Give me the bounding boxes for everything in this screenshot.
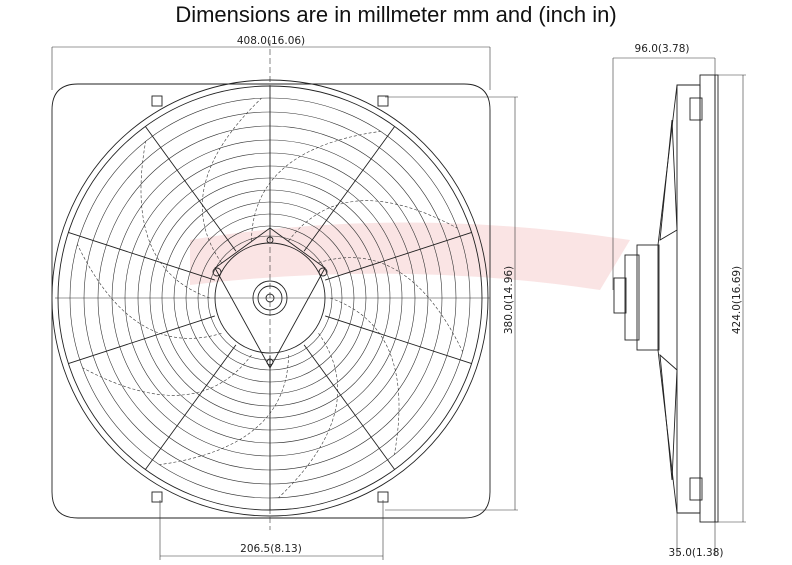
width-label: 408.0(16.06) bbox=[237, 35, 305, 47]
fan-blade bbox=[82, 354, 252, 396]
dimension-frame-depth: 35.0(1.38) bbox=[669, 513, 724, 559]
fan-blade bbox=[318, 257, 463, 352]
fan-blade bbox=[329, 297, 400, 455]
fan-blade bbox=[278, 333, 338, 499]
guard-spoke bbox=[325, 315, 472, 364]
depth-label: 96.0(3.78) bbox=[635, 43, 690, 55]
dimension-height: 380.0(14.96) bbox=[385, 96, 518, 511]
guard-spoke bbox=[68, 315, 215, 364]
side-view bbox=[613, 74, 719, 523]
frame-depth-label: 35.0(1.38) bbox=[669, 547, 724, 559]
guard-spoke bbox=[68, 232, 215, 281]
fan-blade bbox=[140, 141, 211, 299]
guard-spoke bbox=[303, 126, 395, 252]
fan-blade bbox=[288, 200, 458, 242]
guard-spoke bbox=[325, 232, 472, 281]
fan-blade bbox=[202, 97, 262, 263]
side-height-label: 424.0(16.69) bbox=[731, 266, 743, 334]
guard-spoke bbox=[303, 344, 395, 470]
front-view bbox=[51, 40, 491, 530]
dimension-mount-spacing: 206.5(8.13) bbox=[159, 500, 384, 560]
fan-blade bbox=[159, 355, 289, 465]
dimension-width: 408.0(16.06) bbox=[51, 35, 491, 90]
guard-spoke bbox=[145, 126, 237, 252]
fan-blade bbox=[77, 244, 222, 339]
watermark-logo bbox=[190, 222, 630, 290]
dimension-depth: 96.0(3.78) bbox=[612, 43, 716, 290]
height-label: 380.0(14.96) bbox=[503, 266, 515, 334]
dimension-side-height: 424.0(16.69) bbox=[718, 74, 746, 523]
drawing-title: Dimensions are in millmeter mm and (inch… bbox=[175, 2, 617, 27]
guard-spoke bbox=[145, 344, 237, 470]
shroud-outline bbox=[51, 83, 491, 519]
fan-blade bbox=[251, 131, 381, 241]
mount-spacing-label: 206.5(8.13) bbox=[240, 543, 302, 555]
